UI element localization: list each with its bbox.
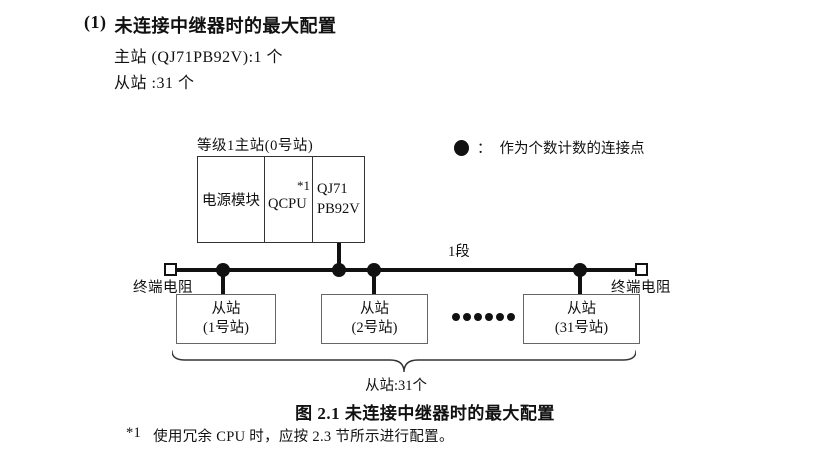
master-station-spec: 主站 (QJ71PB92V):1 个 <box>114 49 284 66</box>
figure-caption: 图 2.1 未连接中继器时的最大配置 <box>295 404 555 423</box>
master-drop-line <box>337 243 341 270</box>
footnote: *1 使用冗余 CPU 时，应按 2.3 节所示进行配置。 <box>126 425 454 446</box>
legend: ： 作为个数计数的连接点 <box>454 137 645 158</box>
slave-box-label: 从站 <box>567 301 596 318</box>
slave-box-number: (31号站) <box>554 320 609 336</box>
qj71pb92v-label-line1: QJ71 <box>317 180 348 197</box>
page-heading: (1) 未连接中继器时的最大配置 <box>84 12 337 38</box>
footnote-marker: *1 <box>126 425 142 441</box>
heading-index: (1) <box>84 12 107 32</box>
terminator-resistor-left-icon <box>164 263 177 276</box>
ellipsis-dots-icon <box>452 313 515 321</box>
slave-station-spec: 从站 :31 个 <box>114 75 195 92</box>
connection-point-icon <box>367 263 381 277</box>
terminator-label-left: 终端电阻 <box>133 280 193 296</box>
slave-box-2: 从站 (2号站) <box>321 294 428 344</box>
connection-point-icon <box>216 263 230 277</box>
connection-point-icon <box>332 263 346 277</box>
slave-count-brace <box>171 350 637 374</box>
qcpu-module-label: QCPU <box>268 196 307 212</box>
qcpu-footnote-ref: *1 <box>297 178 310 193</box>
slave-box-1: 从站 (1号站) <box>176 294 276 344</box>
slave2-drop-line <box>372 270 376 294</box>
footnote-text: 使用冗余 CPU 时，应按 2.3 节所示进行配置。 <box>153 429 454 445</box>
slave-box-label: 从站 <box>360 301 389 318</box>
connection-point-legend-icon <box>454 139 469 156</box>
segment-label: 1段 <box>448 244 470 260</box>
master-station-label: 等级1主站(0号站) <box>197 138 314 154</box>
terminator-resistor-right-icon <box>635 263 648 276</box>
qj71pb92v-module: QJ71 PB92V <box>313 157 364 242</box>
power-supply-module: 电源模块 <box>198 157 265 242</box>
slave-box-number: (2号站) <box>351 320 398 336</box>
heading-title: 未连接中继器时的最大配置 <box>114 16 337 36</box>
connection-point-icon <box>573 263 587 277</box>
terminator-label-right: 终端电阻 <box>611 280 671 296</box>
bus-segment-line <box>176 268 636 272</box>
slave-box-number: (1号站) <box>203 320 249 336</box>
legend-label: 作为个数计数的连接点 <box>499 141 645 157</box>
slave31-drop-line <box>578 270 582 294</box>
slave-count-label: 从站:31个 <box>364 378 428 394</box>
slave-box-31: 从站 (31号站) <box>523 294 640 344</box>
master-station-box: 电源模块 *1 QCPU QJ71 PB92V <box>197 156 365 243</box>
qj71pb92v-label-line2: PB92V <box>317 200 360 217</box>
qcpu-module: *1 QCPU <box>265 157 313 242</box>
slave1-drop-line <box>221 270 225 294</box>
slave-box-label: 从站 <box>211 301 241 318</box>
legend-separator: ： <box>477 141 492 157</box>
